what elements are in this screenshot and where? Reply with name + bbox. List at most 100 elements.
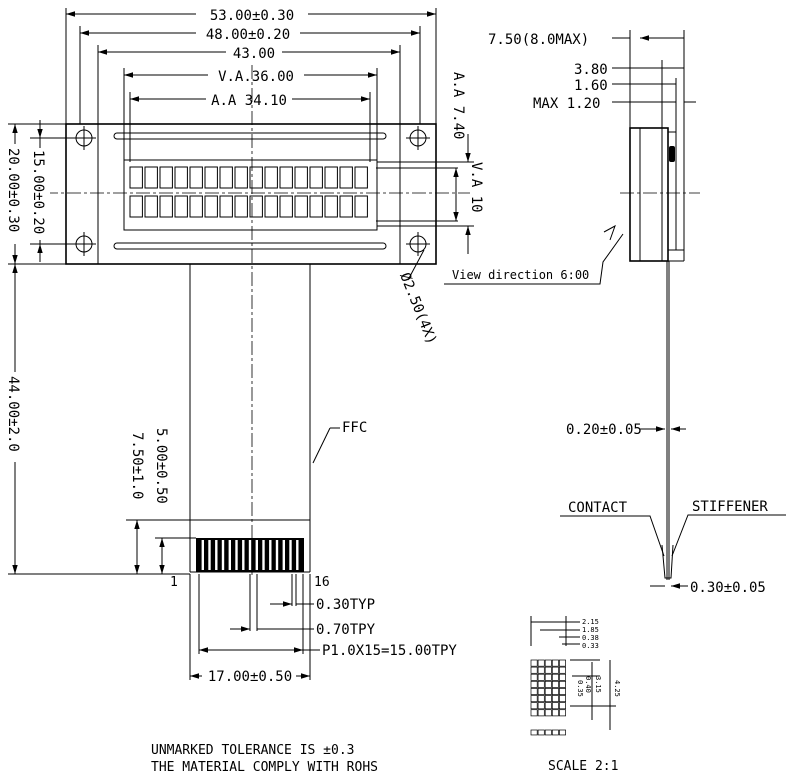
dim-outline-width: 48.00±0.20 — [206, 27, 290, 43]
detail-dim-1-85: 1.85 — [582, 626, 599, 634]
character-cell — [249, 195, 263, 218]
character-cell — [339, 166, 353, 189]
contact-gap — [215, 540, 218, 570]
contact-gap — [269, 540, 272, 570]
character-cell — [234, 195, 248, 218]
side-top-dims — [612, 30, 696, 250]
character-cell — [279, 195, 293, 218]
character-cell — [174, 166, 188, 189]
dim-pad-width: 0.30TYP — [316, 597, 375, 613]
character-cell — [204, 195, 218, 218]
cursor-dot — [537, 729, 545, 736]
dim-total-length: 44.00±2.0 — [5, 376, 21, 452]
character-cell — [204, 166, 218, 189]
matrix-dot — [537, 709, 545, 717]
matrix-dot — [544, 659, 552, 667]
contact-gap — [262, 540, 265, 570]
dim-pad-pitch: 0.70TPY — [316, 622, 376, 638]
label-view-direction: View direction 6:00 — [452, 268, 589, 282]
front-view: 53.00±0.30 48.00±0.20 43.00 V.A.36.00 A.… — [5, 6, 484, 685]
mount-hole-icon — [406, 232, 430, 256]
character-cell — [249, 166, 263, 189]
dim-ffc-thickness: 0.20±0.05 — [566, 422, 642, 438]
label-stiffener: STIFFENER — [692, 499, 768, 515]
character-cell — [234, 166, 248, 189]
matrix-dot — [551, 659, 559, 667]
character-cell — [129, 195, 143, 218]
detail-dim-0-38: 0.38 — [582, 634, 599, 642]
matrix-dot — [551, 702, 559, 710]
contact-gap — [242, 540, 245, 570]
matrix-dot — [530, 688, 538, 695]
matrix-dot — [551, 673, 559, 681]
character-cell — [219, 195, 233, 218]
contact-gap — [235, 540, 238, 570]
character-cell — [219, 166, 233, 189]
dim-va-width: V.A.36.00 — [218, 69, 294, 85]
matrix-dot — [530, 659, 538, 667]
width-extension-lines — [65, 8, 437, 162]
contact-gap — [221, 540, 225, 570]
contact-gap — [275, 540, 279, 570]
label-ffc: FFC — [342, 420, 367, 436]
dim-bezel-width: 43.00 — [233, 46, 275, 62]
detail-dim-0-33: 0.33 — [582, 642, 599, 650]
note-tolerance: UNMARKED TOLERANCE IS ±0.3 — [151, 743, 355, 758]
contact-gap — [208, 540, 211, 570]
contact-gap — [248, 540, 252, 570]
matrix-dot — [559, 702, 566, 710]
character-cell — [189, 195, 203, 218]
contact-gap — [201, 540, 204, 570]
mount-holes — [72, 126, 430, 256]
matrix-dot — [544, 688, 552, 695]
character-cell — [189, 166, 203, 189]
label-contact: CONTACT — [568, 500, 628, 516]
dim-overall-height: 20.00±0.30 — [5, 148, 21, 232]
dim-stiffener-thickness: 0.30±0.05 — [690, 580, 766, 596]
matrix-dot — [544, 673, 552, 681]
dim-mount-hole: Ø2.50(4X) — [396, 271, 439, 347]
contact-gap — [228, 540, 231, 570]
matrix-dot — [537, 659, 545, 667]
dim-pitch-total: P1.0X15=15.00TPY — [322, 643, 457, 659]
detail-dim-0-35: 0.35 — [576, 680, 584, 697]
matrix-dot — [544, 680, 552, 688]
contact-gap — [289, 540, 292, 570]
cursor-dot — [544, 729, 552, 736]
matrix-dot — [530, 709, 538, 717]
matrix-dot — [559, 666, 566, 674]
pad-dims — [189, 574, 320, 680]
matrix-dot — [551, 688, 559, 695]
character-cells — [129, 166, 368, 218]
detail-dim-4-25: 4.25 — [613, 680, 621, 697]
mount-hole-icon — [406, 126, 430, 150]
matrix-dot — [559, 695, 566, 703]
matrix-dot — [530, 695, 538, 703]
contact-gap — [282, 540, 285, 570]
contact-gap — [255, 540, 258, 570]
matrix-dot — [551, 695, 559, 703]
scale-label: SCALE 2:1 — [548, 759, 618, 774]
cursor-dot — [551, 729, 559, 736]
dim-ffc-width: 17.00±0.50 — [208, 669, 292, 685]
note-rohs: THE MATERIAL COMPLY WITH ROHS — [151, 760, 378, 775]
dim-aa-height: A.A 7.40 — [450, 72, 466, 139]
matrix-dot — [559, 673, 566, 681]
character-cell — [339, 195, 353, 218]
matrix-dot — [537, 680, 545, 688]
pin-first-label: 1 — [170, 575, 178, 590]
character-cell — [279, 166, 293, 189]
character-cell — [354, 166, 368, 189]
dim-contact-length: 5.00±0.50 — [153, 428, 169, 504]
character-cell — [159, 166, 173, 189]
matrix-dot — [537, 702, 545, 710]
matrix-dot — [537, 666, 545, 674]
character-cell — [159, 195, 173, 218]
view-area-outline — [123, 159, 378, 231]
matrix-dot — [537, 688, 545, 695]
mount-hole-icon — [72, 232, 96, 256]
matrix-dot — [559, 709, 566, 717]
matrix-dot — [559, 659, 566, 667]
cursor-dot — [559, 729, 566, 736]
